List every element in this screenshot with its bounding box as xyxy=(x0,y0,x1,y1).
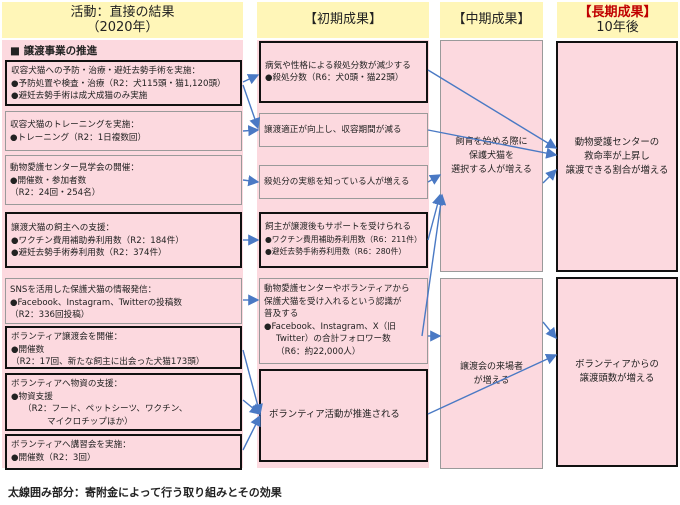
activity-item: （R2：フード、ペットシーツ、ワクチン、 xyxy=(23,404,188,414)
activity-item: ●トレーニング（R2：1日複数回） xyxy=(10,132,147,143)
arrow-euthanasia-to-survival xyxy=(427,69,558,149)
long-box-survival-rate: 動物愛護センターの 救命率が上昇し 譲渡できる割合が増える xyxy=(556,41,678,272)
arrow-adoptability-to-survival xyxy=(427,129,558,159)
initial-outcome-metric: ●ワクチン費用補助券利用数（R6：211件） xyxy=(265,234,422,244)
long-box-volunteer-adoptions: ボランティアからの 譲渡頭数が増える xyxy=(556,277,678,467)
activity-item: ●開催数（R2：3回） xyxy=(11,452,96,463)
activity-box-sns: SNSを活用した保護犬猫の情報発信： ●Facebook、Instagram、T… xyxy=(5,278,242,324)
long-header-line2: 10年後 xyxy=(596,20,639,35)
activity-title: ボランティアへ物資の支援： xyxy=(11,379,123,389)
arrow-recognition-to-choose xyxy=(421,193,447,337)
initial-outcome-text: 保護犬猫を受け入れるという認識が xyxy=(264,296,402,307)
activity-box-workshop: ボランティアへ講習会を実施： ●開催数（R2：3回） xyxy=(5,434,242,470)
initial-outcome-text: 殺処分の実態を知っている人が増える xyxy=(264,176,410,187)
long-outcome-text: 譲渡できる割合が増える xyxy=(565,164,669,176)
activity-box-owner-support: 譲渡犬猫の飼主への支援： ●ワクチン費用補助券利用数（R2：184件） ●避妊去… xyxy=(5,212,242,268)
initial-outcome-metric: ●避妊去勢手術券利用数（R6：280件） xyxy=(265,247,407,257)
initial-outcome-text: ボランティア活動が推進される xyxy=(269,409,400,421)
mid-outcome-text: が増える xyxy=(473,375,510,386)
initial-outcome-metric: Twitter）の合計フォロワー数 xyxy=(276,334,391,344)
long-outcome-text: ボランティアからの xyxy=(575,359,659,370)
arrow-choose-to-survival xyxy=(542,169,557,184)
activity-item: ●ワクチン費用補助券利用数（R2：184件） xyxy=(11,235,184,246)
activity-item: ●避妊去勢手術は成犬成猫のみ実施 xyxy=(11,91,148,101)
activity-item: （R2：17回、新たな飼主に出会った犬猫173頭） xyxy=(11,357,205,367)
activity-box-training: 収容犬猫のトレーニングを実施： ●トレーニング（R2：1日複数回） xyxy=(5,111,242,151)
long-outcome-text: 譲渡頭数が増える xyxy=(579,373,655,384)
activity-item: ●物資支援 xyxy=(11,391,53,402)
mid-outcome-text: 保護犬猫を xyxy=(468,151,514,161)
activity-header-line1: 活動：直接の結果 xyxy=(70,5,175,20)
mid-box-event-visitors: 譲渡会の来場者 が増える xyxy=(440,278,543,469)
initial-header-label: 【初期成果】 xyxy=(303,12,382,27)
arrow-medical-to-adoptability xyxy=(242,84,261,130)
activity-item: マイクロチップほか） xyxy=(47,416,133,427)
arrow-volunteer-to-adoptions xyxy=(427,354,558,415)
activity-title: ボランティアへ講習会を実施： xyxy=(11,440,131,450)
activity-title: ボランティア譲渡会を開催： xyxy=(11,332,123,342)
arrow-event-to-volunteer xyxy=(242,349,263,416)
initial-outcome-text: 譲渡適正が向上し、収容期間が減る xyxy=(264,124,402,135)
arrow-supplies-to-volunteer xyxy=(242,399,262,415)
initial-outcome-metric: ●殺処分数（R6：犬0頭・猫22頭） xyxy=(265,73,404,83)
activity-title: 収容犬猫のトレーニングを実施： xyxy=(10,120,139,130)
section-title: ■ 譲渡事業の推進 xyxy=(10,45,98,57)
mid-outcome-text: 選択する人が増える xyxy=(451,165,532,175)
initial-box-owner-support: 飼主が譲渡後もサポートを受けられる ●ワクチン費用補助券利用数（R6：211件）… xyxy=(259,212,428,268)
mid-box-choose-shelter-animals: 飼育を始める際に 保護犬猫を 選択する人が増える xyxy=(440,40,543,272)
activity-box-supplies: ボランティアへ物資の支援： ●物資支援 （R2：フード、ペットシーツ、ワクチン、… xyxy=(5,373,242,431)
initial-box-volunteer: ボランティア活動が推進される xyxy=(259,369,428,462)
activity-item: ●予防処置や検査・治療（R2：犬115頭・猫1,120頭） xyxy=(11,78,226,89)
arrow-visitors-to-adoptions xyxy=(542,321,557,340)
initial-outcome-text: 普及する xyxy=(264,309,299,319)
activity-column-header: 活動：直接の結果 （2020年） xyxy=(2,2,243,38)
mid-outcome-text: 譲渡会の来場者 xyxy=(459,361,523,372)
initial-box-euthanasia: 病気や性格による殺処分数が減少する ●殺処分数（R6：犬0頭・猫22頭） xyxy=(259,41,428,103)
activity-box-medical: 収容犬猫への予防・治療・避妊去勢手術を実施： ●予防処置や検査・治療（R2：犬1… xyxy=(5,60,242,106)
activity-header-line2: （2020年） xyxy=(86,20,159,35)
long-outcome-text: 救命率が上昇し xyxy=(584,150,650,162)
initial-outcome-metric: ●Facebook、Instagram、X（旧 xyxy=(264,321,396,332)
initial-column-header: 【初期成果】 xyxy=(257,2,429,38)
activity-title: 収容犬猫への予防・治療・避妊去勢手術を実施： xyxy=(11,66,201,76)
arrow-training-to-adoptability xyxy=(242,125,260,137)
initial-box-recognition: 動物愛護センターやボランティアから 保護犬猫を受け入れるという認識が 普及する … xyxy=(259,278,428,364)
long-outcome-text: 動物愛護センターの xyxy=(574,136,660,148)
activity-title: SNSを活用した保護犬猫の情報発信： xyxy=(10,285,157,295)
arrow-workshop-to-volunteer xyxy=(242,414,261,451)
footer-note: 太線囲み部分：寄附金によって行う取り組みとその効果 xyxy=(8,486,282,499)
initial-outcome-metric: （R6：約22,000人） xyxy=(276,346,361,357)
initial-outcome-text: 飼主が譲渡後もサポートを受けられる xyxy=(265,222,412,233)
mid-header-label: 【中期成果】 xyxy=(452,12,531,27)
initial-box-awareness: 殺処分の実態を知っている人が増える xyxy=(259,165,428,199)
long-column-header: 【長期成果】 10年後 xyxy=(557,2,678,38)
activity-item: ●避妊去勢手術券利用数（R2：374件） xyxy=(11,248,167,258)
activity-item: （R2：24回・254名） xyxy=(10,188,101,198)
long-header-line1: 【長期成果】 xyxy=(578,5,657,20)
activity-box-tour: 動物愛護センター見学会の開催： ●開催数・参加者数 （R2：24回・254名） xyxy=(5,155,242,205)
initial-box-adoptability: 譲渡適正が向上し、収容期間が減る xyxy=(259,113,428,147)
activity-item: ●開催数・参加者数 xyxy=(10,175,87,186)
activity-item: ●Facebook、Instagram、Twitterの投稿数 xyxy=(10,297,182,308)
initial-outcome-text: 動物愛護センターやボランティアから xyxy=(264,284,410,294)
arrow-medical-to-euthanasia xyxy=(242,74,260,85)
activity-title: 譲渡犬猫の飼主への支援： xyxy=(11,223,115,233)
mid-column-header: 【中期成果】 xyxy=(440,2,543,38)
activity-title: 動物愛護センター見学会の開催： xyxy=(10,163,139,173)
arrow-awareness-to-choose xyxy=(427,174,442,185)
activity-item: （R2：336回投稿） xyxy=(10,310,90,320)
initial-outcome-text: 病気や性格による殺処分数が減少する xyxy=(265,60,411,71)
activity-item: ●開催数 xyxy=(11,344,45,355)
activity-box-adoption-event: ボランティア譲渡会を開催： ●開催数 （R2：17回、新たな飼主に出会った犬猫1… xyxy=(5,326,242,369)
arrow-tour-to-awareness xyxy=(242,175,260,187)
